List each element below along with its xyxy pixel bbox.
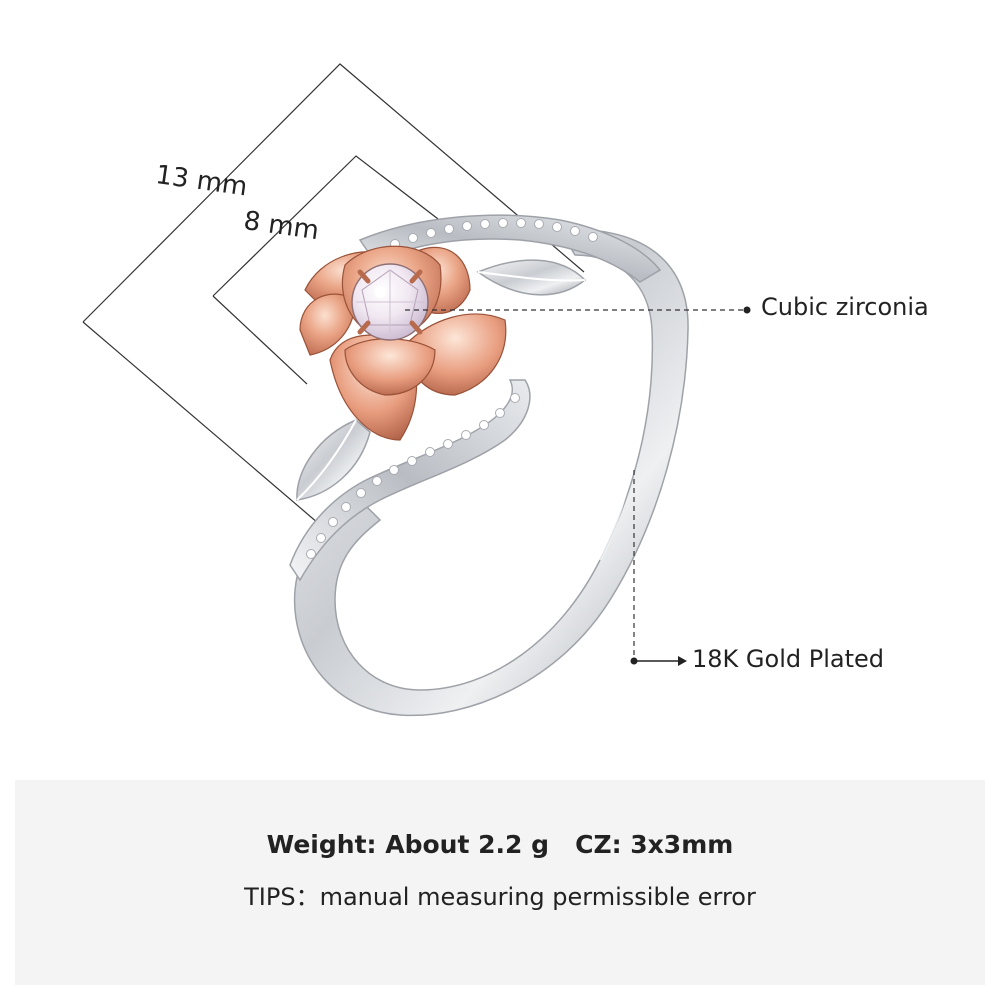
tips-text: TIPS：manual measuring permissible error [244, 883, 756, 911]
ring-product-photo [82, 63, 751, 717]
gold-plated-arrow [634, 656, 687, 666]
spec-panel: Weight: About 2.2 g CZ: 3x3mm TIPS：manua… [15, 780, 985, 985]
inner-dimension-line-lower [212, 295, 308, 385]
ring-band [289, 214, 689, 717]
lower-pave-stones [306, 393, 520, 559]
cubic-zirconia-stone [351, 263, 429, 341]
upper-pave-stones [390, 218, 598, 249]
callout-leaders [405, 309, 746, 660]
weight-spec: Weight: About 2.2 g [266, 830, 549, 859]
cz-spec: CZ: 3x3mm [575, 830, 734, 859]
inner-dimension-line [212, 155, 456, 297]
spec-line: Weight: About 2.2 g CZ: 3x3mm [15, 830, 985, 859]
outer-dimension-line [82, 63, 585, 323]
gold-plated-label: 18K Gold Plated [692, 645, 884, 673]
cubic-zirconia-dot [743, 306, 751, 314]
outer-dimension-line-lower [82, 321, 333, 536]
dimension-guides [82, 63, 585, 536]
cubic-zirconia-label: Cubic zirconia [761, 293, 929, 321]
silver-leaves [296, 259, 587, 501]
